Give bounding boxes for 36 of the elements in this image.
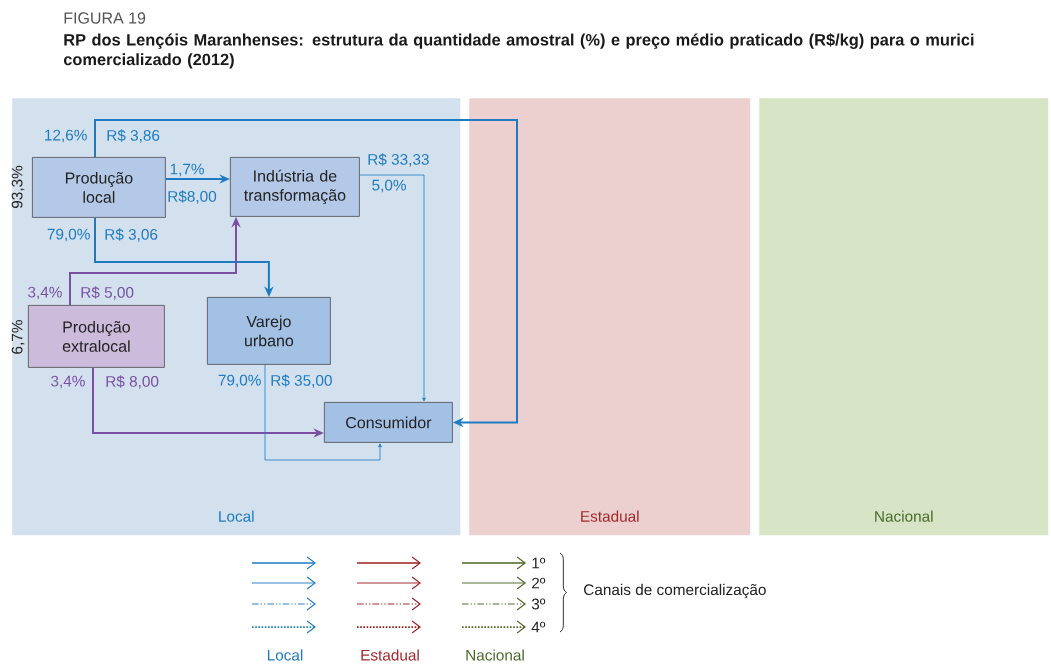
legend-label: 1º xyxy=(532,557,546,569)
column-label: Nacional xyxy=(466,649,524,661)
edge-label: 3,4% xyxy=(51,375,85,389)
region-band: Estadual xyxy=(469,98,751,536)
price-label: R$ 33,33 xyxy=(368,153,429,167)
process-box: Varejo urbano xyxy=(207,297,331,365)
edge-label: 79,0% xyxy=(218,374,261,388)
process-box: Produção local xyxy=(32,157,166,218)
edge-label: 12,6% xyxy=(45,129,87,143)
price-label: R$8,00 xyxy=(168,190,217,204)
price-label: R$ 35,00 xyxy=(271,374,332,388)
legend-label: 2º xyxy=(532,577,546,589)
edge-label: 5,0% xyxy=(372,179,406,193)
legend-title: Canais de comercialização xyxy=(584,583,766,599)
price-label: R$ 3,06 xyxy=(105,228,158,242)
price-label: R$ 8,00 xyxy=(106,375,159,389)
process-box: Consumidor xyxy=(324,402,453,443)
process-box: Indústria de transformação xyxy=(230,157,360,217)
arrow xyxy=(359,174,426,402)
legend-label: 4º xyxy=(531,621,546,633)
share-label: 6,7% xyxy=(11,320,25,354)
price-label: R$ 3,86 xyxy=(107,129,160,143)
legend-label: 3º xyxy=(531,598,546,610)
arrow xyxy=(264,364,382,461)
process-box: Produção extralocal xyxy=(28,305,165,368)
edge-label: 1,7% xyxy=(170,163,204,177)
figure-number: FIGURA 19 xyxy=(64,12,146,24)
share-label: 93,3% xyxy=(11,165,25,209)
region-band: Nacional xyxy=(759,98,1049,536)
edge-label: 79,0% xyxy=(47,228,90,242)
price-label: R$ 5,00 xyxy=(81,286,134,300)
column-label: Estadual xyxy=(361,649,419,661)
arrow xyxy=(94,119,518,428)
edge-label: 3,4% xyxy=(28,286,62,300)
figure-title: RP dos Lençóis Maranhenses: estrutura da quantidade amostral (%) e preço médio praticado (R$/kg) para o murici comercializado (2012) xyxy=(63,33,974,69)
column-label: Local xyxy=(267,649,303,661)
